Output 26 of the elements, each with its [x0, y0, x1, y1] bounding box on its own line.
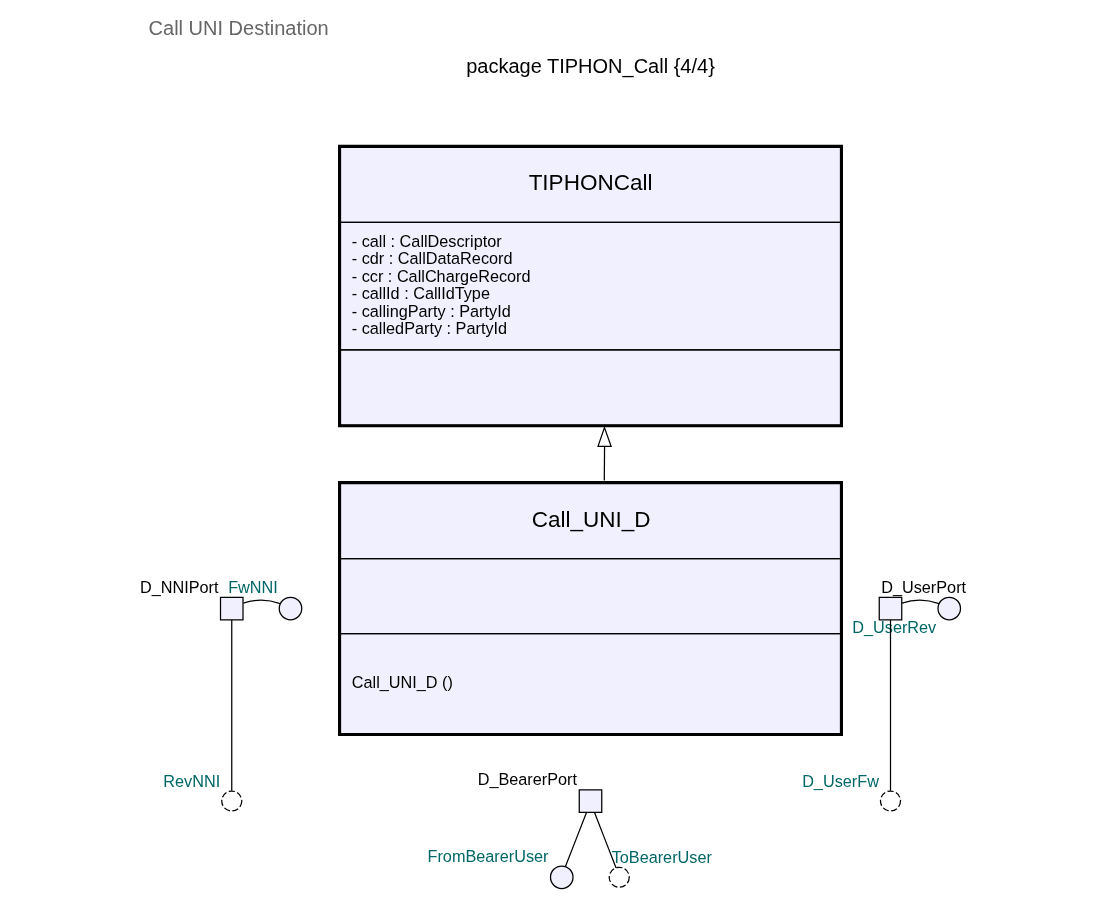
connector [242, 599, 281, 605]
node-label: D_UserFw [802, 771, 879, 790]
connector [593, 811, 617, 869]
node-label: FwNNI [228, 577, 278, 596]
node-label: ToBearerUser [611, 847, 712, 866]
node-label: D_NNIPort [139, 577, 219, 596]
node-box [578, 789, 603, 813]
diagram-title: Call UNI Destination [148, 16, 329, 39]
node-socket [608, 866, 630, 888]
arrow [597, 425, 612, 482]
node-circle [549, 865, 574, 890]
node-box [878, 596, 903, 621]
label: package TIPHON_Call {4/4} [466, 55, 715, 78]
node-label: D_UserPort [881, 577, 967, 596]
connector [231, 619, 233, 792]
node-label: FromBearerUser [427, 846, 549, 865]
node-label: D_BearerPort [477, 770, 578, 789]
node-label: RevNNI [163, 771, 221, 790]
node-socket [879, 790, 902, 812]
node-socket [221, 790, 243, 812]
node-circle [278, 596, 303, 621]
node-box [219, 596, 244, 621]
connector [901, 599, 940, 605]
connector [889, 619, 892, 792]
connector [564, 811, 588, 867]
node-circle [937, 596, 962, 621]
